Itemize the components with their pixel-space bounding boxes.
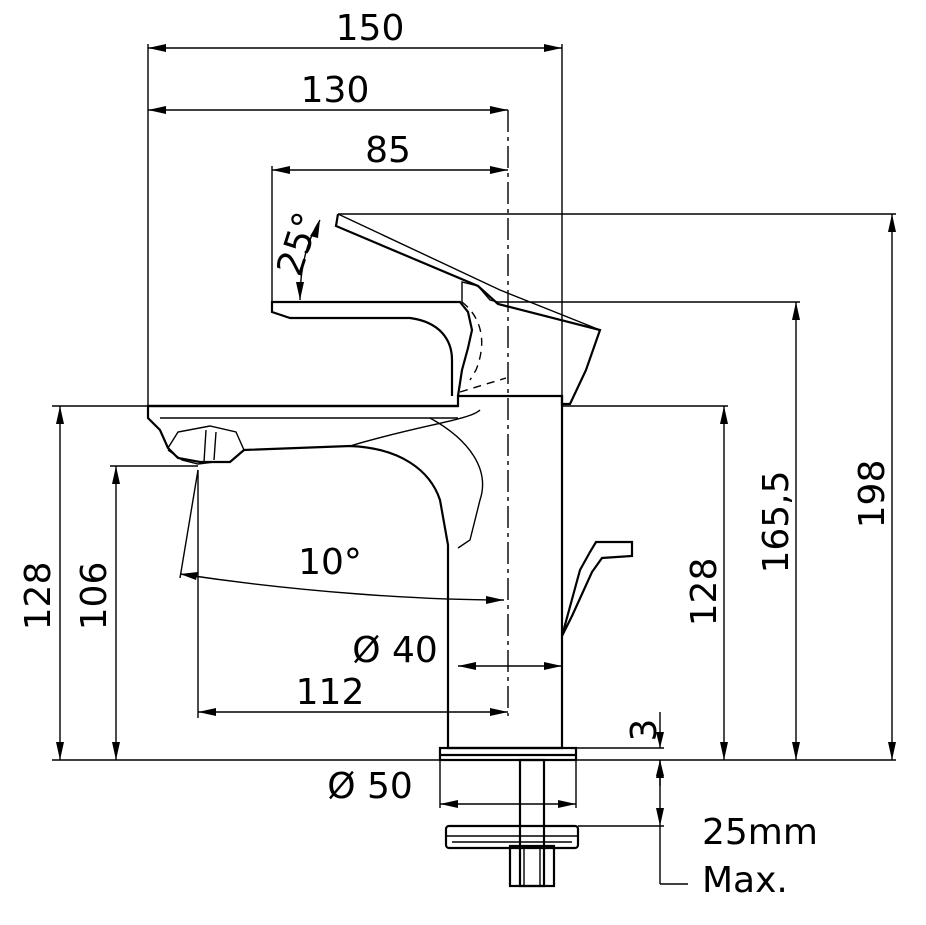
arrow-head [56, 742, 64, 760]
dim-label-max: Max. [702, 860, 788, 901]
dim-112: 112 [197, 470, 508, 718]
arrow-head [440, 800, 458, 808]
arrow-head [272, 166, 290, 174]
dim-label-128-left: 128 [18, 562, 59, 631]
arrow-head [198, 708, 216, 716]
dim-25mm-max: 25mm Max. [578, 760, 818, 901]
arrow-head [656, 732, 664, 748]
arrow-head [544, 44, 562, 52]
dim-198: 198 [338, 213, 896, 760]
dim-label-10deg: 10° [298, 542, 362, 583]
dim-130: 130 [148, 70, 508, 114]
arrow-head [888, 214, 896, 232]
dim-label-3: 3 [624, 719, 665, 742]
arrow-head [888, 742, 896, 760]
spout-curve [349, 409, 481, 447]
dim-diameter-50: Ø 50 [327, 760, 577, 808]
arrow-head [148, 106, 166, 114]
dim-label-112: 112 [296, 672, 365, 713]
angle-arc [179, 573, 505, 601]
lower-washer [444, 824, 580, 850]
arrow-head [792, 742, 800, 760]
lever-top-edge [337, 213, 601, 331]
dim-165-5: 165,5 [498, 301, 800, 760]
dim-angle-25: 25° [270, 207, 329, 301]
arrow-head [296, 282, 304, 300]
arrow-head [490, 708, 508, 716]
popup-rod [560, 540, 634, 637]
arrow-head [486, 596, 504, 604]
mounting-nut [508, 844, 556, 888]
dim-label-85: 85 [365, 130, 411, 171]
dim-128-right: 128 [562, 405, 728, 760]
dim-diameter-40: Ø 40 [352, 630, 562, 671]
arrow-head [490, 166, 508, 174]
dim-label-diameter-50: Ø 50 [327, 766, 413, 807]
arrow-head [56, 406, 64, 424]
arrow-head [656, 760, 664, 778]
dim-128-left: 128 [18, 405, 148, 760]
arrow-head [148, 44, 166, 52]
arrow-head [112, 742, 120, 760]
lever-handle [334, 213, 602, 406]
dim-angle-10: 10° [179, 469, 505, 604]
dim-label-128-right: 128 [684, 558, 725, 627]
dim-label-106: 106 [74, 562, 115, 631]
arrow-head [112, 466, 120, 484]
dim-label-165-5: 165,5 [756, 470, 797, 573]
dim-3: 3 [576, 712, 665, 786]
faucet-body [146, 213, 634, 888]
arrow-head [180, 572, 198, 580]
arrow-head [458, 662, 476, 670]
arrow-head [792, 302, 800, 320]
spout-curve-inner [429, 417, 484, 549]
dim-label-diameter-40: Ø 40 [352, 630, 438, 671]
arrow-head [720, 406, 728, 424]
dim-150: 150 [147, 8, 563, 406]
spray-angle-line [179, 469, 199, 579]
arrow-head [558, 800, 576, 808]
dim-106: 106 [74, 465, 198, 760]
arrow-head [544, 662, 562, 670]
arrow-head [310, 220, 320, 238]
dim-label-25mm: 25mm [702, 812, 818, 853]
body-neck [270, 300, 474, 397]
arrow-head [656, 808, 664, 826]
cartridge-hidden [459, 301, 507, 393]
dim-85: 85 [271, 130, 508, 302]
dim-label-150: 150 [336, 8, 405, 49]
lever-side [461, 281, 499, 303]
arrow-head [490, 106, 508, 114]
dim-label-198: 198 [852, 460, 893, 529]
aerator [167, 425, 245, 465]
dim-label-130: 130 [301, 70, 370, 111]
arrow-head [720, 742, 728, 760]
dim-label-25deg: 25° [270, 207, 329, 280]
